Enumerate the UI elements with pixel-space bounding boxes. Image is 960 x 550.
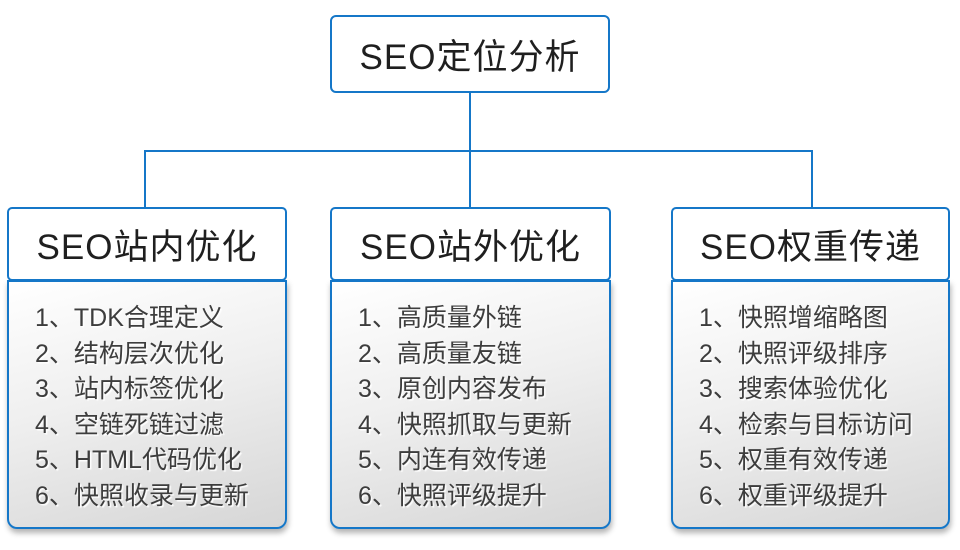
connector-right-vertical [811,150,813,207]
column-offsite-title: SEO站外优化 [360,227,581,267]
column-offsite-list: 1、高质量外链 2、高质量友链 3、原创内容发布 4、快照抓取与更新 5、内连有… [330,280,611,529]
column-onsite-title: SEO站内优化 [36,227,258,267]
root-node-label: SEO定位分析 [359,37,581,77]
list-item: 2、结构层次优化 [35,339,224,368]
connector-horizontal [144,150,813,152]
root-node: SEO定位分析 [330,15,610,93]
list-item: 3、搜索体验优化 [699,375,888,403]
list-item: 4、检索与目标访问 [699,410,913,439]
list-item: 1、高质量外链 [358,304,522,332]
list-item: 6、权重评级提升 [699,481,888,510]
list-item: 4、空链死链过滤 [35,410,224,439]
column-onsite-optimization: SEO站内优化 1、TDK合理定义 2、结构层次优化 3、站内标签优化 4、空链… [7,207,287,529]
list-item: 5、内连有效传递 [358,446,547,474]
connector-left-vertical [144,150,146,207]
list-item: 5、HTML代码优化 [35,446,242,474]
column-weight-list: 1、快照增缩略图 2、快照评级排序 3、搜索体验优化 4、检索与目标访问 5、权… [671,280,950,529]
column-offsite-header: SEO站外优化 [330,207,611,281]
column-onsite-header: SEO站内优化 [7,207,287,281]
list-item: 2、快照评级排序 [699,339,888,368]
list-item: 3、站内标签优化 [35,375,224,403]
list-item: 5、权重有效传递 [699,446,888,474]
list-item: 4、快照抓取与更新 [358,410,572,439]
column-onsite-list: 1、TDK合理定义 2、结构层次优化 3、站内标签优化 4、空链死链过滤 5、H… [7,280,287,529]
column-weight-transfer: SEO权重传递 1、快照增缩略图 2、快照评级排序 3、搜索体验优化 4、检索与… [671,207,950,529]
list-item: 2、高质量友链 [358,339,522,368]
column-offsite-optimization: SEO站外优化 1、高质量外链 2、高质量友链 3、原创内容发布 4、快照抓取与… [330,207,611,529]
column-weight-title: SEO权重传递 [700,227,921,267]
list-item: 1、TDK合理定义 [35,304,224,332]
list-item: 6、快照收录与更新 [35,481,249,510]
column-weight-header: SEO权重传递 [671,207,950,281]
list-item: 1、快照增缩略图 [699,304,888,332]
list-item: 3、原创内容发布 [358,375,547,403]
list-item: 6、快照评级提升 [358,481,547,510]
